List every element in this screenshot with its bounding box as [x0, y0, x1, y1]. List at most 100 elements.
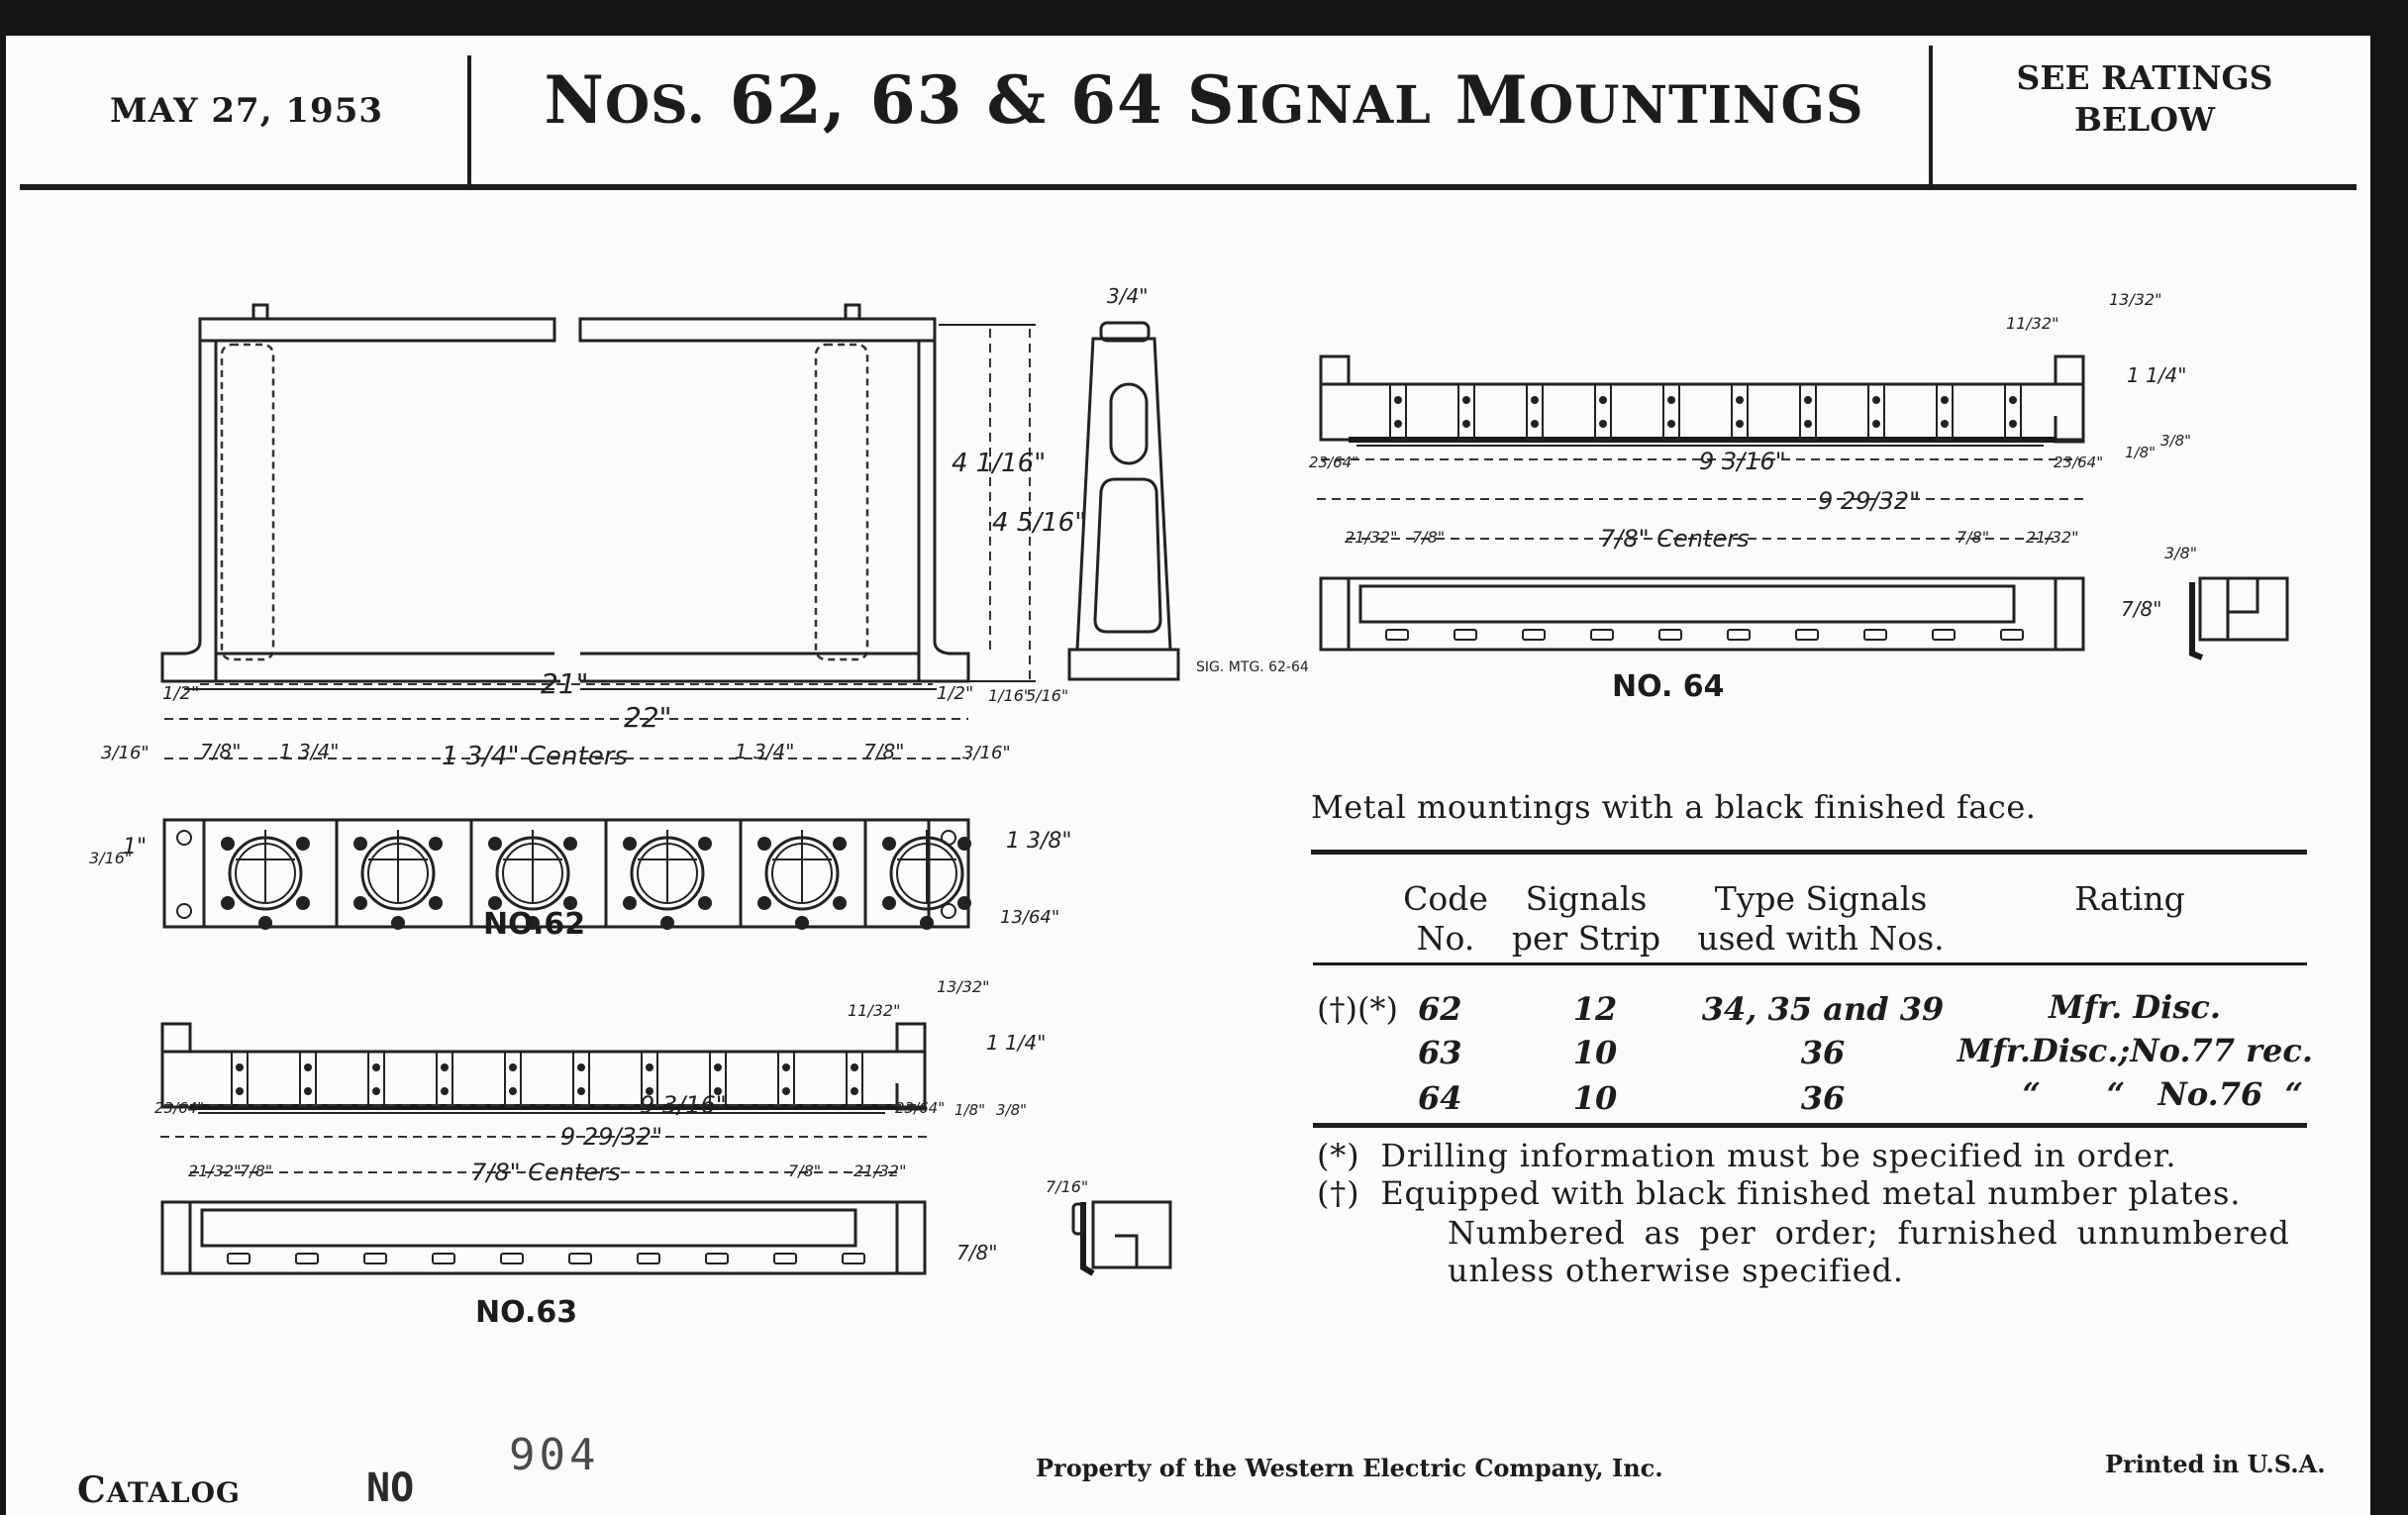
footnote-text: Drilling information must be specified i… — [1380, 1137, 2177, 1174]
mounting-screw — [698, 896, 712, 910]
no62-plate-offset: 13/64" — [1000, 907, 1059, 928]
mount-hole — [941, 830, 956, 846]
slot — [1932, 629, 1956, 641]
title-prefix-small: OS. — [604, 75, 706, 136]
no62-height-inner: 4 1/16" — [952, 449, 1046, 478]
footnote-plates-cont2: unless otherwise specified. — [1448, 1252, 1904, 1289]
mounting-screw — [526, 916, 540, 930]
title-word2-cap: M — [1431, 61, 1529, 139]
mounting-screw — [488, 837, 502, 851]
table-header-rule — [1313, 962, 2307, 965]
no62-side-width: 3/4" — [1107, 284, 1148, 308]
no63-edge-right: 21/32" — [853, 1162, 906, 1180]
no64-drawing: 9 3/16" 9 29/32" 23/64" 23/64" 21/32" 7/… — [1309, 290, 2289, 660]
mounting-screw — [757, 896, 771, 910]
row-marks: (†)(*) — [1317, 990, 1398, 1028]
number-plate-clip — [1799, 383, 1817, 441]
mounting-screw — [353, 896, 367, 910]
no63-width-inner: 9 3/16" — [640, 1091, 727, 1119]
ratings-note: SEE RATINGS BELOW — [1937, 57, 2353, 141]
number-plate-clip — [572, 1051, 590, 1108]
no62-spacing-right: 1 3/4" — [735, 740, 794, 763]
slot — [1727, 629, 1751, 641]
mounting-screw — [353, 837, 367, 851]
mounting-screw — [623, 896, 637, 910]
header-bottom-rule — [20, 184, 2357, 190]
slot — [1658, 629, 1682, 641]
title-word1-cap: S — [1186, 61, 1236, 139]
mounting-screw — [660, 916, 674, 930]
no64-centers: 7/8" Centers — [1600, 525, 1750, 553]
no63-plan-height: 7/8" — [956, 1241, 997, 1264]
number-plate-clip — [1936, 383, 1954, 441]
slot — [568, 1253, 592, 1264]
no64-first-left: 7/8" — [1412, 528, 1445, 547]
no62-width-dims — [164, 683, 968, 720]
slot — [227, 1253, 251, 1264]
mounting-screw — [429, 896, 443, 910]
no62-height-dims — [939, 324, 1036, 682]
no62-drawing: 4 1/16" 4 5/16" 3/4" SIG. MTG. 62-64 21"… — [89, 284, 1309, 930]
slot — [637, 1253, 660, 1264]
slot — [1590, 629, 1614, 641]
row-signals: 10 — [1572, 1034, 1618, 1071]
slot — [705, 1253, 729, 1264]
ratings-note-line2: BELOW — [2073, 100, 2216, 139]
no64-top-b: 13/32" — [2109, 290, 2161, 309]
slot — [363, 1253, 387, 1264]
number-plate-clip — [1662, 383, 1680, 441]
printed-in: Printed in U.S.A. — [2105, 1450, 2326, 1478]
no62-plan-view — [162, 818, 971, 930]
catalog-label: CATALOG — [77, 1469, 241, 1511]
slot — [842, 1253, 865, 1264]
no62-centers: 1 3/4" Centers — [442, 742, 628, 771]
row-types: 34, 35 and 39 — [1701, 990, 1945, 1028]
number-plate-clip — [641, 1051, 658, 1108]
title-numbers: 62, 63 & 64 — [705, 61, 1187, 139]
no64-top-a: 11/32" — [2006, 314, 2058, 333]
row-rating: “ “ No.76 “ — [2022, 1075, 2303, 1113]
mounting-screw — [957, 896, 971, 910]
mount-hole — [941, 903, 956, 919]
no62-edge-right: 3/16" — [962, 743, 1011, 763]
no63-drawing: 9 3/16" 9 29/32" 23/64" 23/64" 21/32" 7/… — [154, 977, 1172, 1276]
header-divider-right — [1929, 46, 1933, 186]
number-plate-clip — [777, 1051, 795, 1108]
mounting-screw — [882, 837, 896, 851]
footnote-plates-cont1: Numbered as per order; furnished unnumbe… — [1448, 1214, 2290, 1252]
mounting-screw — [296, 837, 310, 851]
property-notice: Property of the Western Electric Company… — [1036, 1454, 1663, 1482]
no62-side-view — [1067, 321, 1180, 681]
no62-spacing-left: 1 3/4" — [279, 740, 339, 763]
mounting-screw — [296, 896, 310, 910]
number-plate-clip — [367, 1051, 385, 1108]
no63-first-left: 7/8" — [240, 1162, 272, 1180]
mounting-screw — [221, 837, 235, 851]
catalog-no-label: NO — [366, 1465, 415, 1511]
no63-bottom-a: 1/8" — [954, 1101, 985, 1119]
slot — [1863, 629, 1887, 641]
no63-edge-left: 21/32" — [188, 1162, 241, 1180]
footnote-mark: (*) — [1317, 1137, 1360, 1174]
header-divider-left — [467, 55, 471, 188]
plate-outline — [162, 818, 970, 929]
no64-end-left: 23/64" — [1309, 454, 1358, 471]
footnote-mark: (†) — [1317, 1174, 1360, 1212]
no64-bottom-a: 1/8" — [2125, 444, 2156, 461]
slot — [1795, 629, 1819, 641]
no63-width-outer: 9 29/32" — [560, 1123, 662, 1151]
no62-end-right: 1/2" — [937, 683, 973, 704]
no62-first-right: 7/8" — [863, 740, 904, 763]
no64-plan-height: 7/8" — [2121, 597, 2161, 621]
no62-hole-offset: 3/16" — [89, 849, 132, 867]
slot — [773, 1253, 797, 1264]
mounting-screw — [698, 837, 712, 851]
row-types: 36 — [1800, 1079, 1846, 1117]
slot — [500, 1253, 524, 1264]
no64-height: 1 1/4" — [2127, 363, 2186, 387]
number-plate-clip — [2004, 383, 2022, 441]
strip-plan-outline — [1319, 576, 2085, 652]
table-bottom-rule — [1313, 1123, 2307, 1128]
no63-end-left: 23/64" — [154, 1099, 204, 1117]
mounting-screw — [833, 837, 847, 851]
